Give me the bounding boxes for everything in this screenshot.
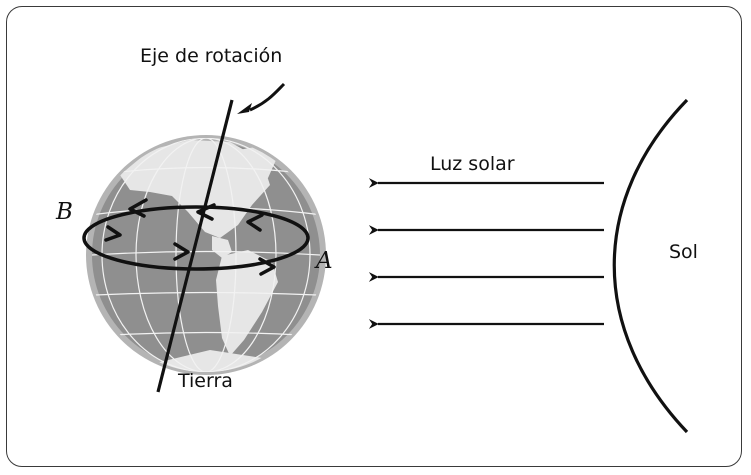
south-america-shape xyxy=(216,250,278,356)
sun-label: Sol xyxy=(669,241,698,263)
rotation-axis-line xyxy=(156,99,234,393)
axis-label: Eje de rotación xyxy=(140,45,282,67)
point-b-label: B xyxy=(55,199,73,225)
earth-globe xyxy=(86,135,326,375)
point-a-label: A xyxy=(314,248,333,274)
axis-label-leader xyxy=(249,82,286,112)
north-america-shape xyxy=(120,140,270,238)
rotation-arrows xyxy=(104,198,276,276)
diagram-frame xyxy=(6,6,742,467)
rotation-ellipse xyxy=(82,205,310,271)
axis-leader-arrowhead xyxy=(237,103,252,114)
rotation-path xyxy=(82,198,310,276)
central-america-shape xyxy=(212,236,232,258)
sun-arc xyxy=(612,98,689,434)
globe-ocean xyxy=(92,141,320,369)
sunlight-rays xyxy=(368,178,604,329)
sunlight-label: Luz solar xyxy=(430,153,515,175)
earth-label: Tierra xyxy=(177,370,233,392)
